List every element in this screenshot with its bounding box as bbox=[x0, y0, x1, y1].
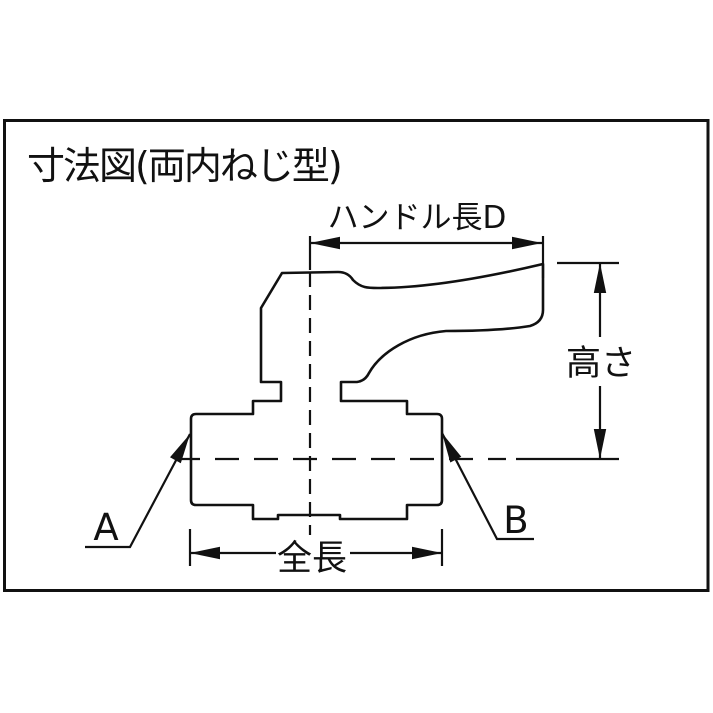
handle-length-label: ハンドル長D bbox=[328, 200, 507, 236]
total-length-right-arrowhead bbox=[412, 546, 442, 560]
total-length-label: 全長 bbox=[277, 539, 347, 579]
total-length-left-arrowhead bbox=[190, 546, 220, 560]
leader-a-arrowhead bbox=[170, 434, 190, 464]
diagram-frame bbox=[3, 119, 710, 592]
height-up-arrowhead bbox=[593, 263, 607, 293]
handle-length-right-arrowhead bbox=[512, 236, 542, 250]
handle-length-left-arrowhead bbox=[310, 236, 340, 250]
label-b: B bbox=[503, 499, 528, 542]
valve-outline bbox=[189, 262, 545, 521]
label-a: A bbox=[93, 506, 118, 549]
diagram-title: 寸法図(両内ねじ型) bbox=[27, 144, 341, 188]
height-down-arrowhead bbox=[593, 429, 607, 459]
height-label: 高さ bbox=[566, 344, 636, 384]
leader-line-a bbox=[85, 433, 191, 549]
leader-line-b bbox=[441, 432, 534, 541]
leader-b-arrowhead bbox=[442, 433, 462, 463]
